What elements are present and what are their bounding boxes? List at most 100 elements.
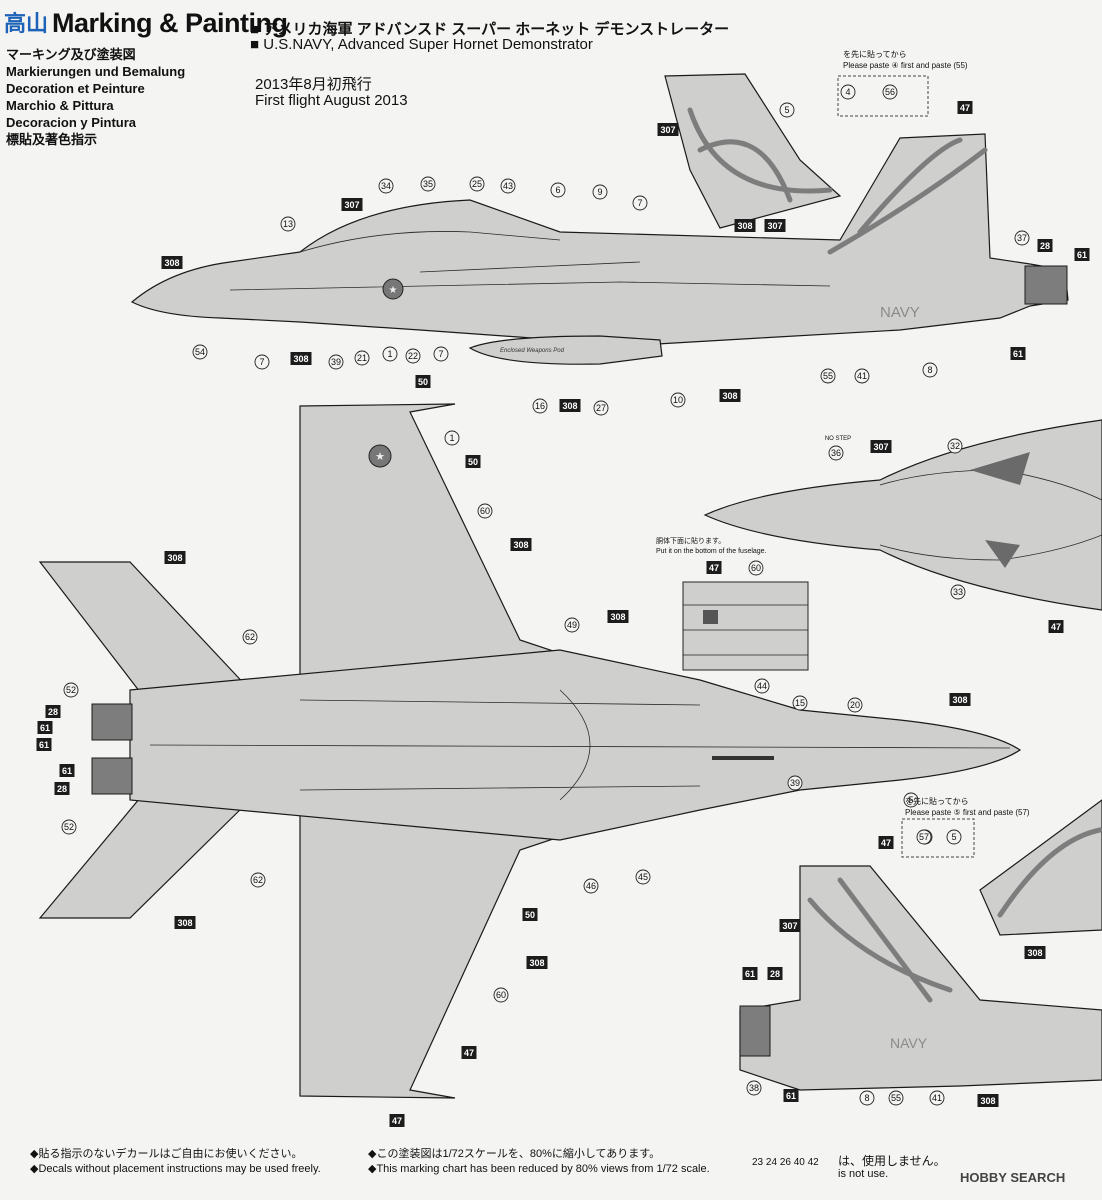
lang-title-cn: 標貼及著色指示 bbox=[6, 132, 98, 147]
callout-label: 38 bbox=[749, 1083, 759, 1093]
callout-side2: 308 bbox=[1024, 946, 1046, 959]
plan-stab-lower bbox=[38, 797, 252, 919]
callout-label: 36 bbox=[831, 448, 841, 458]
callout-label: 308 bbox=[177, 918, 192, 928]
watermark-logo: 高山 bbox=[4, 11, 49, 36]
callout-side: 61 bbox=[1010, 347, 1026, 360]
paste-box-1 bbox=[837, 75, 929, 117]
callout-side: 308 bbox=[719, 389, 741, 402]
unused-decals: 23 24 26 40 42 bbox=[752, 1157, 819, 1168]
callout-label: 43 bbox=[503, 181, 513, 191]
callout-side: 7 bbox=[254, 354, 270, 370]
callout-label: 47 bbox=[392, 1116, 402, 1126]
callout-canopy: 33 bbox=[950, 584, 966, 600]
exhaust-nozzle bbox=[1024, 265, 1068, 305]
callout-label: 61 bbox=[39, 740, 49, 750]
callout-top: 45 bbox=[635, 869, 651, 885]
callout-side2: 5 bbox=[946, 829, 962, 845]
callout-side: 28 bbox=[1037, 239, 1053, 252]
unused-num: 26 bbox=[779, 1157, 791, 1168]
detached-fin-left bbox=[664, 73, 842, 229]
callout-label: 61 bbox=[1077, 250, 1087, 260]
callout-label: 308 bbox=[952, 695, 967, 705]
paste-note-bottom: を先に貼ってから Please paste ⑤ first and paste … bbox=[905, 797, 1030, 817]
callout-label: 41 bbox=[857, 371, 867, 381]
callout-side2: 55 bbox=[888, 1090, 904, 1106]
callout-side: 37 bbox=[1014, 230, 1030, 246]
callout-top: 308 bbox=[526, 956, 548, 969]
callout-side: 6 bbox=[550, 182, 566, 198]
callout-top: 308 bbox=[164, 551, 186, 564]
callout-side2: 8 bbox=[859, 1090, 875, 1106]
callout-side: 39 bbox=[328, 354, 344, 370]
callout-canopy: 36 bbox=[828, 445, 844, 461]
callout-label: 35 bbox=[423, 179, 433, 189]
callout-top: 52 bbox=[63, 682, 79, 698]
canopy-view: NO STEP bbox=[703, 419, 1102, 611]
lang-title-jp: マーキング及び塗装図 bbox=[6, 47, 136, 62]
callout-label: 307 bbox=[782, 921, 797, 931]
callout-top: 47 bbox=[461, 1046, 477, 1059]
callout-label: 7 bbox=[637, 198, 642, 208]
callout-label: 61 bbox=[62, 766, 72, 776]
plan-exhaust-upper bbox=[91, 703, 133, 741]
callout-top: 308 bbox=[510, 538, 532, 551]
navy-text-side: NAVY bbox=[880, 304, 920, 321]
footer-mid-jp: ◆この塗装図は1/72スケールを、80%に縮小してあります。 bbox=[368, 1148, 661, 1160]
plan-view-aircraft: ★ bbox=[38, 403, 1022, 1099]
callout-label: 21 bbox=[357, 353, 367, 363]
bottom-note-en: Put it on the bottom of the fuselage. bbox=[656, 548, 767, 555]
callout-side: 47 bbox=[957, 101, 973, 114]
first-flight-jp: 2013年8月初飛行 bbox=[255, 76, 372, 93]
callout-side: 7 bbox=[632, 195, 648, 211]
callout-side: 56 bbox=[882, 84, 898, 100]
callout-canopy: 307 bbox=[870, 440, 892, 453]
callout-label: 4 bbox=[845, 87, 850, 97]
callout-top: 308 bbox=[949, 693, 971, 706]
callout-top: 49 bbox=[564, 617, 580, 633]
callout-label: 7 bbox=[259, 357, 264, 367]
plan-fuselage bbox=[129, 649, 1022, 841]
unused-num: 24 bbox=[765, 1157, 778, 1168]
callout-canopy: 47 bbox=[1048, 620, 1064, 633]
callout-label: 47 bbox=[1051, 622, 1061, 632]
no-step-label: NO STEP bbox=[825, 436, 851, 442]
callout-top: 15 bbox=[792, 695, 808, 711]
callout-label: 308 bbox=[562, 401, 577, 411]
bottom-note-jp: 胴体下面に貼ります。 bbox=[656, 536, 725, 545]
callout-label: 37 bbox=[1017, 233, 1027, 243]
callout-top: 44 bbox=[754, 678, 770, 694]
unused-note-en: is not use. bbox=[838, 1168, 889, 1180]
callout-inset: 47 bbox=[706, 561, 722, 574]
lang-title-es: Decoracion y Pintura bbox=[6, 115, 137, 130]
callout-label: 60 bbox=[751, 563, 761, 573]
callout-side: 25 bbox=[469, 176, 485, 192]
callout-side: 307 bbox=[657, 123, 679, 136]
callout-label: 5 bbox=[908, 795, 913, 805]
callout-label: 50 bbox=[525, 910, 535, 920]
callout-side: 22 bbox=[405, 348, 421, 364]
callout-label: 1 bbox=[387, 349, 392, 359]
callout-top: 39 bbox=[787, 775, 803, 791]
callout-side: 21 bbox=[354, 350, 370, 366]
paste-box-2 bbox=[901, 818, 975, 858]
callout-label: 15 bbox=[795, 698, 805, 708]
callout-label: 308 bbox=[1027, 948, 1042, 958]
callout-side: 308 bbox=[161, 256, 183, 269]
callout-side: 27 bbox=[593, 400, 609, 416]
callout-label: 16 bbox=[535, 401, 545, 411]
callout-side2: 61 bbox=[783, 1089, 799, 1102]
callout-side: 41 bbox=[854, 368, 870, 384]
unused-num: 42 bbox=[807, 1157, 819, 1168]
subject-jp: ■ アメリカ海軍 アドバンスド スーパー ホーネット デモンストレーター bbox=[250, 21, 730, 38]
side-roundel bbox=[382, 278, 404, 300]
callout-label: 308 bbox=[293, 354, 308, 364]
callout-label: 8 bbox=[864, 1093, 869, 1103]
callout-label: 33 bbox=[953, 587, 963, 597]
callout-label: 27 bbox=[596, 403, 606, 413]
callout-side: 10 bbox=[670, 392, 686, 408]
unused-note-jp: は、使用しません。 bbox=[838, 1154, 946, 1168]
callout-label: 10 bbox=[673, 395, 683, 405]
callout-label: 308 bbox=[980, 1096, 995, 1106]
